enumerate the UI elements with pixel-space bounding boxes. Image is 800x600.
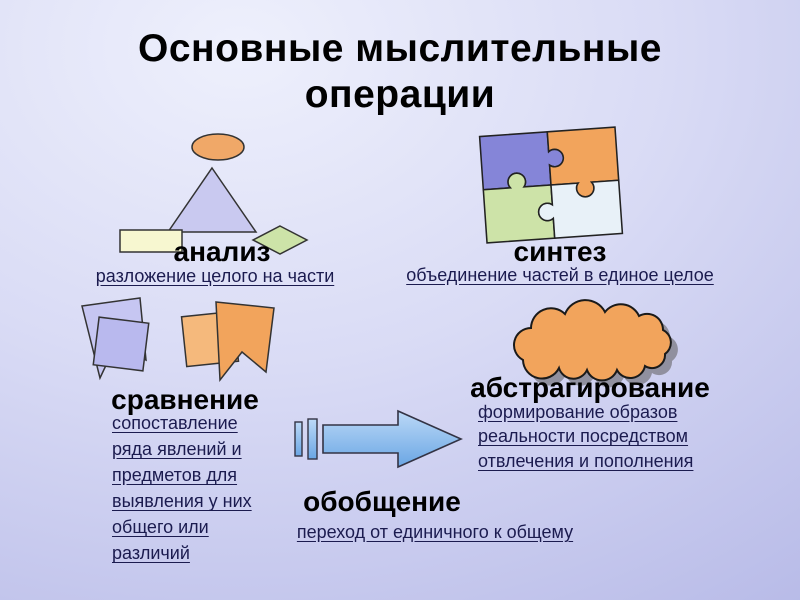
title-line-2: операции [304,73,496,117]
orange-flag-shape [215,301,275,383]
arrow-bar-small [294,421,303,457]
abstraction-description: формирование образов реальности посредст… [478,402,694,471]
right-arrow-icon [294,409,463,469]
comparison-description: сопоставление ряда явлений и предметов д… [112,413,252,564]
title-line-1: Основные мыслительные [138,27,662,70]
geometric-shapes-icon [119,133,309,255]
arrow-bar-large [307,418,318,460]
purple-banner-group [81,297,150,381]
puzzle-piece-bottom-right [537,179,624,240]
abstraction-label: абстрагирование [470,372,710,403]
analysis-description: разложение целого на части [95,266,335,286]
comparison-label: сравнение [111,384,259,415]
synthesis-description: объединение частей в единое целое [406,265,714,285]
triangle-shape-icon [166,166,258,233]
generalization-label: обобщение [303,486,461,517]
cloud-shape [513,299,672,382]
cloud-icon [513,299,678,388]
generalization-description: переход от единичного к общему [296,522,574,542]
page-title: Основные мыслительные операции [0,26,800,118]
orange-banner-group [180,301,275,383]
analysis-label: анализ [173,236,271,267]
diamond-shape-icon [251,225,309,255]
puzzle-pieces-icon [478,126,624,244]
rectangle-shape-icon [119,229,183,253]
ellipse-shape-icon [191,133,245,161]
purple-panel-shape [92,316,150,372]
overlapping-banners-icon [81,297,275,383]
arrow-body [322,409,463,469]
synthesis-label: синтез [513,236,607,267]
